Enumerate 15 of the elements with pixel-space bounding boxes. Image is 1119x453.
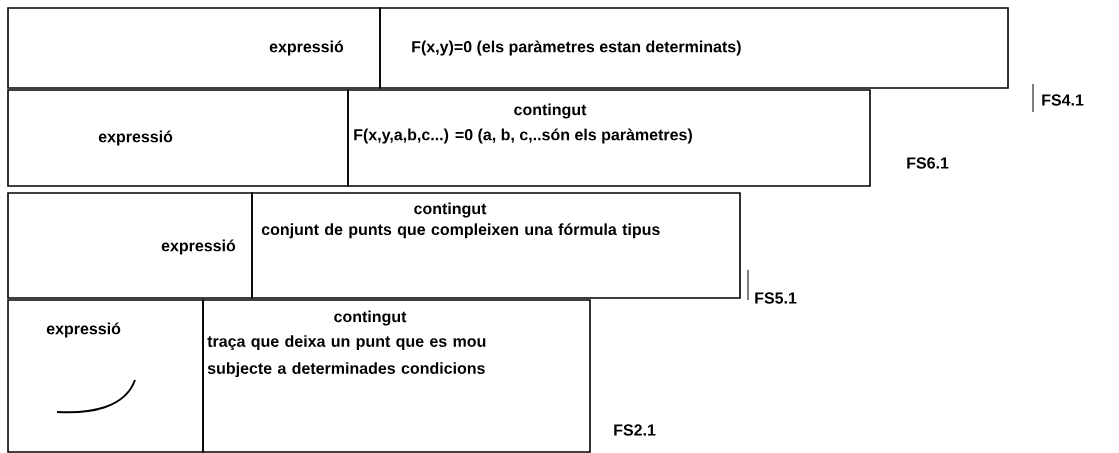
label: expressió [98, 130, 173, 146]
heading: contingut [514, 103, 587, 119]
figure-code: FS5.1 [755, 292, 797, 304]
figure-code: FS6.1 [907, 157, 949, 169]
body-text: traça que deixa un punt que es mou subjecte a determinades condicions [207, 335, 486, 378]
figure-code: FS2.1 [614, 424, 656, 436]
label: expressió [161, 239, 236, 255]
body-text: F(x,y)=0 (els paràmetres estan determinats) [412, 40, 741, 56]
body-text: conjunt de punts que compleixen una fórmula tipus [261, 223, 660, 239]
heading: contingut [414, 202, 487, 218]
label: expressió [46, 322, 121, 338]
heading: contingut [334, 310, 407, 326]
label: expressió [269, 40, 344, 56]
figure-code: FS4.1 [1042, 94, 1084, 106]
body-text: F(x,y,a,b,c...) =0 (a, b, c,..són els paràmetres) [354, 128, 692, 144]
